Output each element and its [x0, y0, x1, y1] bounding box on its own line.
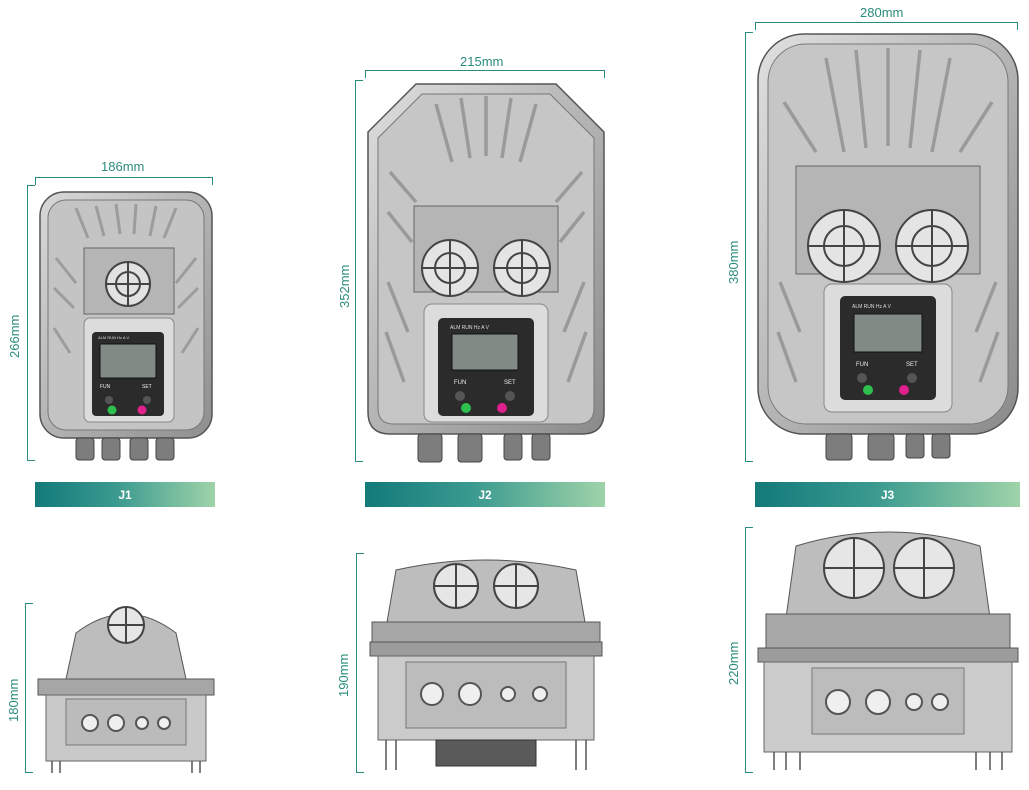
svg-text:SET: SET	[906, 362, 918, 368]
j3-front-view: ALM RUN Hz A V FUN SET	[757, 33, 1019, 461]
j1-width-label: 186mm	[101, 159, 145, 174]
j3-width-label: 280mm	[860, 5, 904, 20]
j2-front-view: ALM RUN Hz A V FUN SET	[367, 83, 605, 463]
j3-width-dimension	[755, 22, 1018, 31]
j2-depth-label: 190mm	[336, 653, 351, 697]
svg-text:ALM RUN Hz A V: ALM RUN Hz A V	[852, 304, 892, 310]
svg-text:ALM RUN Hz A V: ALM RUN Hz A V	[98, 335, 129, 340]
j3-model-bar: J3	[755, 482, 1020, 507]
j2-depth-dimension	[356, 553, 365, 773]
j1-height-dimension	[27, 185, 36, 461]
j1-width-dimension	[35, 177, 213, 186]
svg-text:SET: SET	[504, 380, 516, 386]
j3-depth-label: 220mm	[726, 641, 741, 685]
j2-model-bar: J2	[365, 482, 605, 507]
j3-height-dimension	[745, 32, 754, 462]
svg-text:FUN: FUN	[454, 380, 466, 386]
j2-height-dimension	[355, 80, 364, 462]
j1-height-label: 266mm	[7, 314, 22, 358]
svg-text:ALM RUN Hz A V: ALM RUN Hz A V	[450, 325, 490, 331]
j3-height-label: 380mm	[726, 240, 741, 284]
j1-side-view	[37, 606, 215, 773]
j3-side-view	[757, 531, 1019, 770]
j2-height-label: 352mm	[337, 264, 352, 308]
j2-width-dimension	[365, 70, 605, 79]
j2-width-label: 215mm	[460, 54, 504, 69]
j2-side-view	[369, 559, 603, 770]
j1-front-view: ALM RUN Hz A V FUN SET	[39, 191, 213, 461]
svg-text:FUN: FUN	[100, 384, 111, 390]
svg-text:SET: SET	[142, 384, 152, 390]
j1-depth-dimension	[25, 603, 34, 773]
svg-text:FUN: FUN	[856, 362, 868, 368]
j1-depth-label: 180mm	[6, 678, 21, 722]
j1-model-bar: J1	[35, 482, 215, 507]
j3-depth-dimension	[745, 527, 754, 773]
